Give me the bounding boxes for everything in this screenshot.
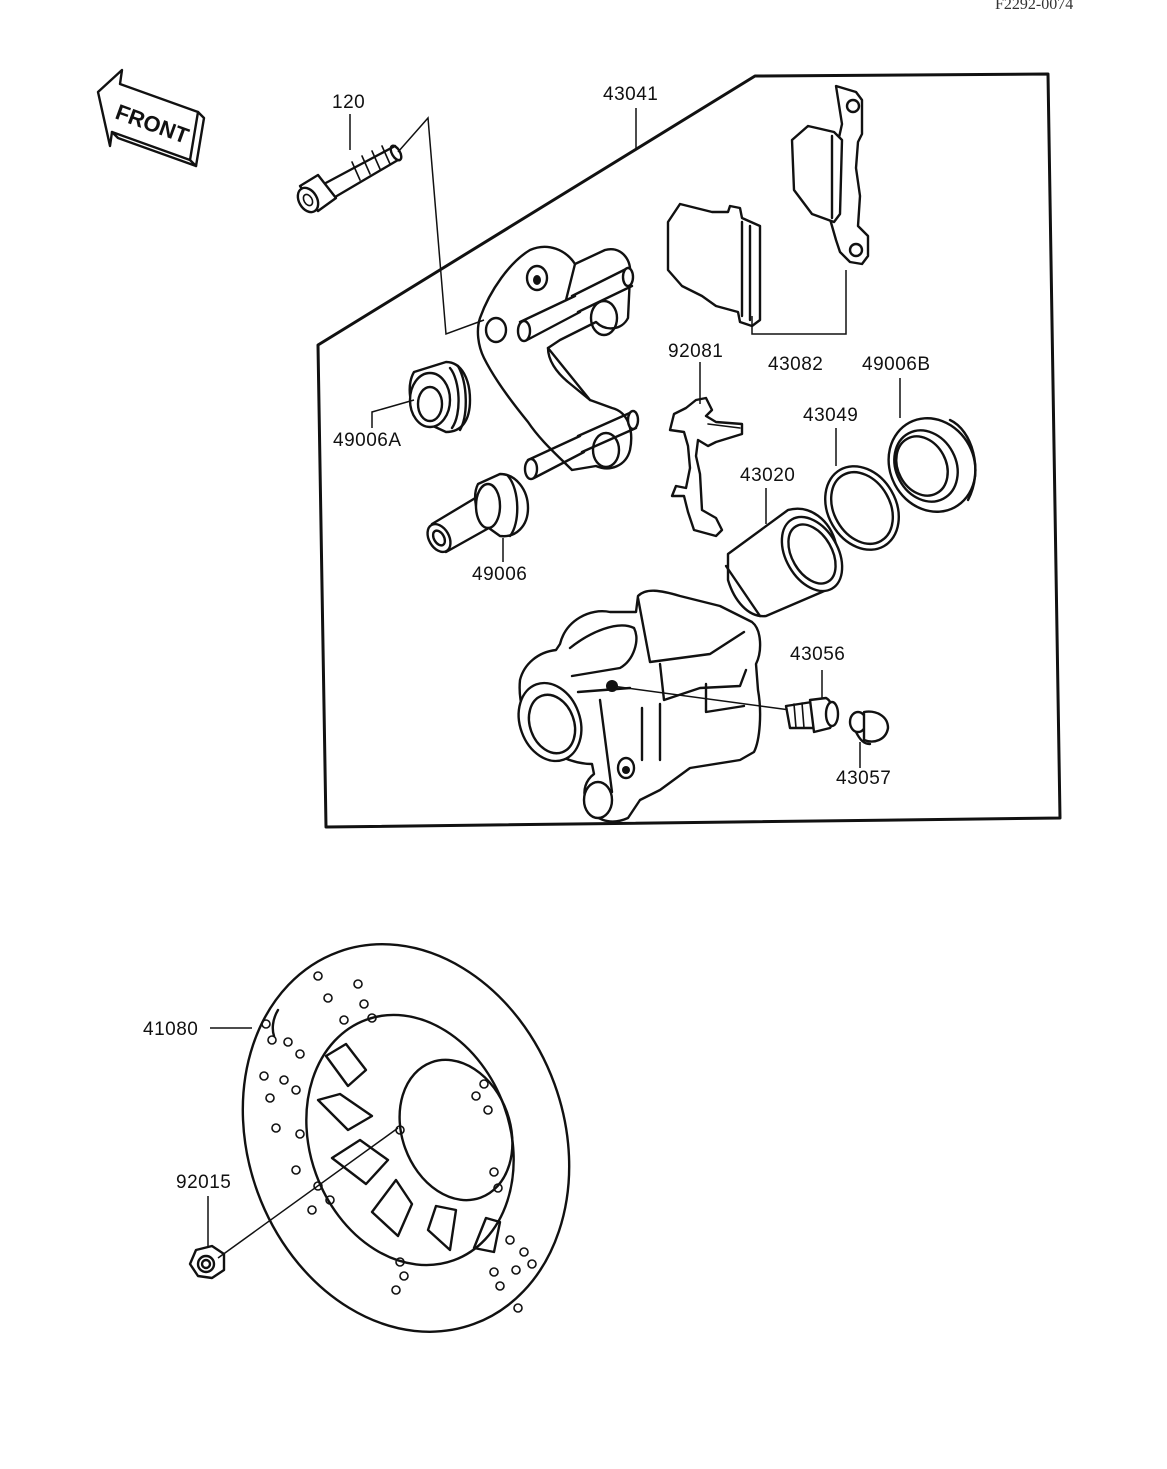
caliper-bracket bbox=[476, 245, 640, 481]
label-49006: 49006 bbox=[472, 564, 527, 585]
label-43020: 43020 bbox=[740, 465, 795, 486]
piston-seal-43049 bbox=[824, 465, 900, 551]
label-92081: 92081 bbox=[668, 341, 723, 362]
label-41080: 41080 bbox=[143, 1019, 198, 1040]
label-120: 120 bbox=[332, 92, 365, 113]
bleed-cap-43057 bbox=[848, 710, 890, 746]
bolt-120 bbox=[296, 144, 403, 214]
front-arrow-icon: FRONT bbox=[96, 68, 206, 168]
label-43049: 43049 bbox=[803, 405, 858, 426]
piston-43020 bbox=[724, 507, 844, 618]
brake-disc-41080 bbox=[241, 943, 571, 1333]
disc-holes bbox=[259, 971, 537, 1313]
label-49006A: 49006A bbox=[333, 430, 402, 451]
brake-pad-right bbox=[790, 84, 870, 266]
label-43082: 43082 bbox=[768, 354, 823, 375]
caliper-body bbox=[517, 589, 762, 823]
bleed-valve-43056 bbox=[611, 685, 840, 734]
dust-seal-49006B bbox=[887, 417, 977, 513]
label-43041: 43041 bbox=[603, 84, 658, 105]
label-92015: 92015 bbox=[176, 1172, 231, 1193]
nut-92015 bbox=[188, 1244, 226, 1280]
label-49006B: 49006B bbox=[862, 354, 931, 375]
label-43056: 43056 bbox=[790, 644, 845, 665]
reference-code: F2292-0074 bbox=[995, 0, 1073, 13]
brake-pad-left bbox=[666, 202, 762, 328]
caliper-assembly-outline bbox=[316, 72, 1062, 829]
slide-pin-boot-49006 bbox=[426, 472, 530, 554]
boot-49006A bbox=[408, 360, 472, 434]
label-43057: 43057 bbox=[836, 768, 891, 789]
anti-rattle-spring-92081 bbox=[668, 396, 744, 538]
